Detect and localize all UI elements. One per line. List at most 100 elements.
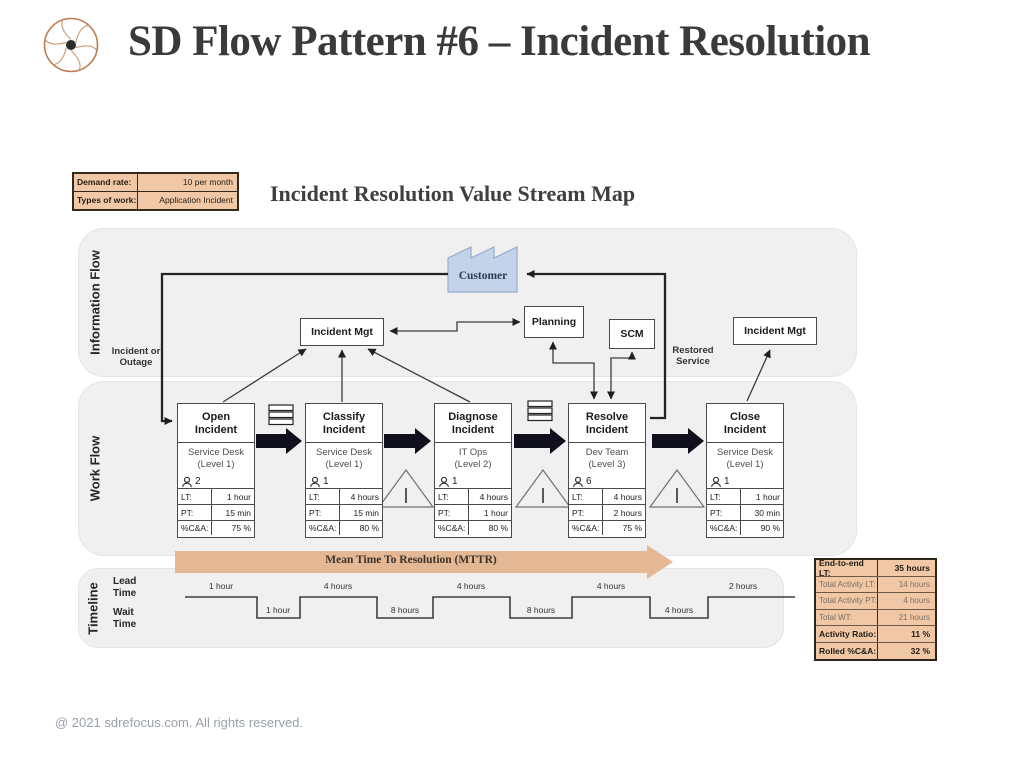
person-icon bbox=[710, 476, 722, 488]
incident-mgt-left-box: Incident Mgt bbox=[300, 318, 384, 346]
summary-row: Total WT: 21 hours bbox=[816, 608, 935, 626]
process-title: Close Incident bbox=[707, 404, 783, 443]
pt-value: 1 hour bbox=[483, 507, 508, 518]
pt-value: 15 min bbox=[225, 507, 251, 518]
summary-value: 35 hours bbox=[894, 562, 930, 573]
process-team: IT Ops bbox=[458, 447, 488, 458]
pt-value: 30 min bbox=[754, 507, 780, 518]
pt-value: 15 min bbox=[353, 507, 379, 518]
process-metrics-table: LT: 1 hour PT: 15 min %C&A: 75 % bbox=[178, 488, 254, 536]
process-box-open-incident: Open Incident Service Desk (Level 1) 2 L… bbox=[177, 403, 255, 538]
process-team: Service Desk bbox=[188, 447, 244, 458]
timeline-segment-label: 4 hours bbox=[596, 581, 626, 591]
restored-service-label: Restored Service bbox=[672, 345, 714, 367]
process-team: Dev Team bbox=[585, 447, 629, 458]
process-team: Service Desk bbox=[717, 447, 773, 458]
process-box-classify-incident: Classify Incident Service Desk (Level 1)… bbox=[305, 403, 383, 538]
ca-label: %C&A: bbox=[306, 520, 340, 536]
lt-value: 4 hours bbox=[613, 491, 642, 502]
scm-box: SCM bbox=[609, 319, 655, 349]
process-level: (Level 1) bbox=[726, 458, 764, 470]
process-metrics-table: LT: 4 hours PT: 15 min %C&A: 80 % bbox=[306, 488, 382, 536]
information-flow-label: Information Flow bbox=[87, 250, 103, 355]
incident-mgt-right-box: Incident Mgt bbox=[733, 317, 817, 345]
process-box-close-incident: Close Incident Service Desk (Level 1) 1 … bbox=[706, 403, 784, 538]
ca-label: %C&A: bbox=[435, 520, 469, 536]
summary-label: Rolled %C&A: bbox=[816, 642, 878, 659]
work-flow-label: Work Flow bbox=[87, 435, 103, 502]
people-count: 1 bbox=[724, 476, 730, 488]
lt-value: 4 hours bbox=[350, 491, 379, 502]
person-icon bbox=[438, 476, 450, 488]
ca-value: 80 % bbox=[488, 522, 508, 533]
people-count: 2 bbox=[195, 476, 201, 488]
summary-row: Total Activity LT: 14 hours bbox=[816, 575, 935, 593]
diagram-subtitle: Incident Resolution Value Stream Map bbox=[270, 181, 636, 206]
lt-label: LT: bbox=[707, 489, 741, 505]
process-metrics-table: LT:1 hour PT:30 min %C&A:90 % bbox=[707, 488, 783, 536]
ca-label: %C&A: bbox=[178, 520, 212, 536]
timeline-segment-label: 4 hours bbox=[664, 605, 694, 615]
lead-time-label: Lead Time bbox=[113, 576, 137, 599]
process-metrics-table: LT:4 hours PT:1 hour %C&A:80 % bbox=[435, 488, 511, 536]
person-icon bbox=[309, 476, 321, 488]
pt-label: PT: bbox=[178, 505, 212, 520]
lt-label: LT: bbox=[435, 489, 469, 505]
planning-box: Planning bbox=[524, 306, 584, 338]
person-icon bbox=[572, 476, 584, 488]
summary-label: Total WT: bbox=[816, 609, 878, 626]
summary-row: Activity Ratio: 11 % bbox=[816, 625, 935, 642]
people-count: 1 bbox=[452, 476, 458, 488]
lt-label: LT: bbox=[569, 489, 603, 505]
people-count: 6 bbox=[586, 476, 592, 488]
lt-value: 1 hour bbox=[755, 491, 780, 502]
summary-label: Activity Ratio: bbox=[816, 626, 878, 642]
process-title: Classify Incident bbox=[306, 404, 382, 443]
process-title: Diagnose Incident bbox=[435, 404, 511, 443]
timeline-label: Timeline bbox=[85, 582, 101, 635]
timeline-segment-label: 8 hours bbox=[526, 605, 556, 615]
lt-value: 4 hours bbox=[479, 491, 508, 502]
people-count: 1 bbox=[323, 476, 329, 488]
demand-rate-row: Demand rate: 10 per month bbox=[74, 174, 237, 191]
demand-table: Demand rate: 10 per month Types of work:… bbox=[72, 172, 239, 211]
lt-label: LT: bbox=[306, 489, 340, 505]
summary-value: 32 % bbox=[910, 645, 930, 656]
demand-rate-value: 10 per month bbox=[182, 177, 233, 187]
summary-row: End-to-end LT: 35 hours bbox=[816, 558, 935, 578]
summary-label: End-to-end LT: bbox=[816, 558, 878, 578]
incident-or-outage-label: Incident or Outage bbox=[111, 346, 161, 368]
process-team: Service Desk bbox=[316, 447, 372, 458]
types-of-work-value: Application Incident bbox=[159, 195, 233, 205]
demand-rate-label: Demand rate: bbox=[74, 174, 138, 191]
types-of-work-row: Types of work: Application Incident bbox=[74, 191, 237, 209]
process-metrics-table: LT:4 hours PT:2 hours %C&A:75 % bbox=[569, 488, 645, 536]
process-title: Resolve Incident bbox=[569, 404, 645, 443]
process-level: (Level 1) bbox=[197, 458, 235, 470]
ca-value: 75 % bbox=[622, 522, 642, 533]
summary-row: Rolled %C&A: 32 % bbox=[816, 641, 935, 659]
types-of-work-label: Types of work: bbox=[74, 192, 138, 209]
pt-label: PT: bbox=[306, 505, 340, 520]
lt-label: LT: bbox=[178, 489, 212, 505]
summary-row: Total Activity PT: 4 hours bbox=[816, 592, 935, 609]
timeline-segment-label: 4 hours bbox=[323, 581, 353, 591]
ca-value: 75 % bbox=[231, 522, 251, 533]
lt-value: 1 hour bbox=[226, 491, 251, 502]
aperture-logo-icon bbox=[43, 17, 99, 73]
information-flow-band bbox=[78, 228, 857, 377]
process-level: (Level 3) bbox=[588, 458, 626, 470]
ca-value: 80 % bbox=[359, 522, 379, 533]
summary-value: 4 hours bbox=[903, 596, 930, 606]
summary-value: 14 hours bbox=[898, 579, 930, 589]
timeline-segment-label: 1 hour bbox=[208, 581, 234, 591]
ca-value: 90 % bbox=[760, 522, 780, 533]
process-title: Open Incident bbox=[178, 404, 254, 443]
person-icon bbox=[181, 476, 193, 488]
summary-value: 21 hours bbox=[898, 613, 930, 623]
summary-value: 11 % bbox=[911, 629, 930, 640]
pt-value: 2 hours bbox=[613, 507, 642, 518]
summary-label: Total Activity PT: bbox=[816, 593, 878, 609]
timeline-segment-label: 2 hours bbox=[728, 581, 758, 591]
pt-label: PT: bbox=[707, 505, 741, 520]
